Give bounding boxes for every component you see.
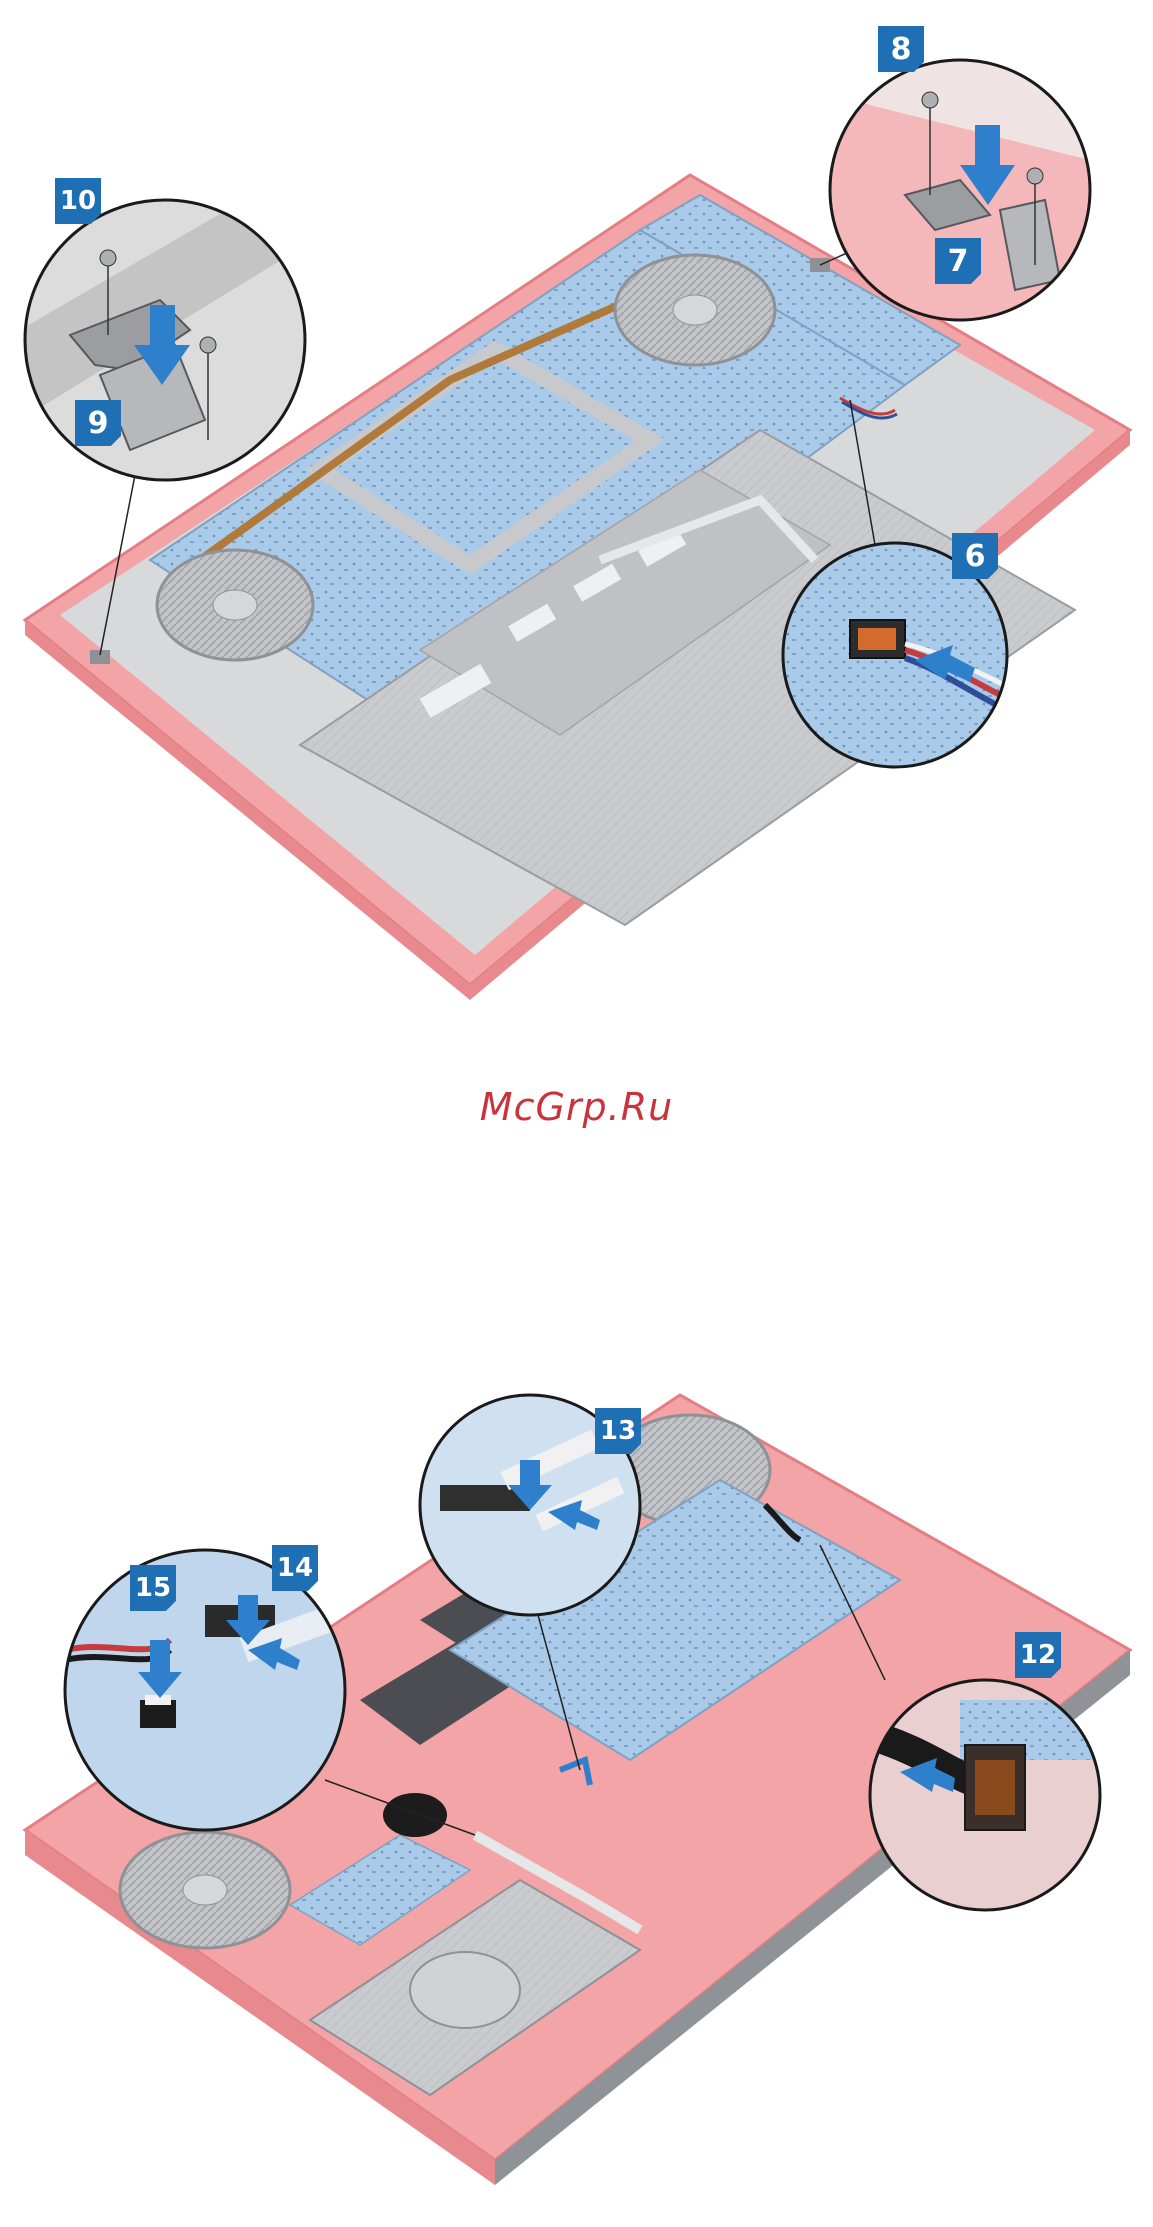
callout-8: 8 bbox=[878, 26, 924, 72]
callout-12: 12 bbox=[1015, 1632, 1061, 1678]
callout-10: 10 bbox=[55, 178, 101, 224]
zoom-circle-speaker-connector bbox=[870, 1680, 1100, 1910]
callout-14: 14 bbox=[272, 1545, 318, 1591]
callout-9: 9 bbox=[75, 400, 121, 446]
watermark-text: McGrp.Ru bbox=[0, 1085, 1153, 1129]
callout-6: 6 bbox=[952, 533, 998, 579]
callout-7: 7 bbox=[935, 238, 981, 284]
callout-15: 15 bbox=[130, 1565, 176, 1611]
callout-13: 13 bbox=[595, 1408, 641, 1454]
